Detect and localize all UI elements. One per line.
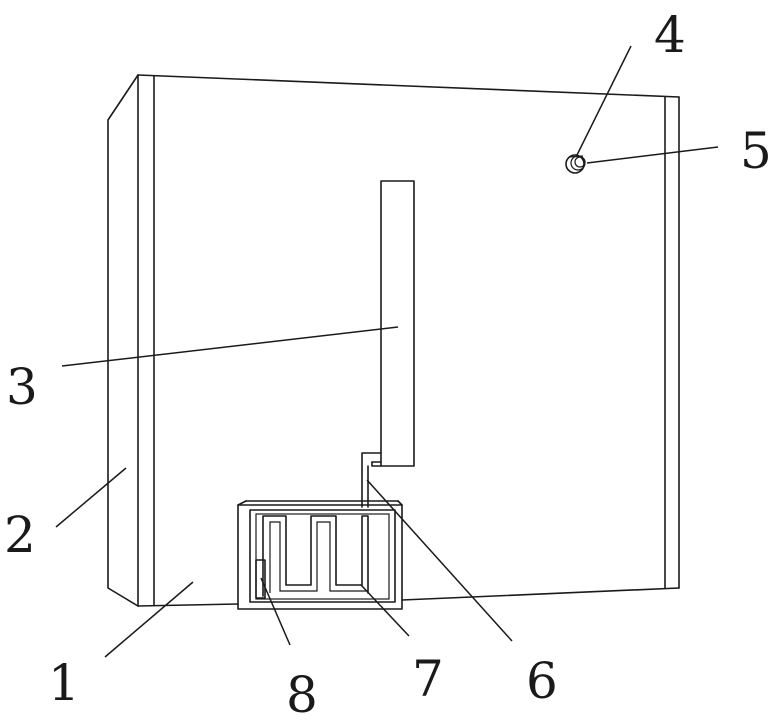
handle-bar — [381, 181, 414, 466]
leader-lines — [56, 46, 718, 657]
label-5: 5 — [740, 122, 772, 180]
leader-2 — [56, 468, 126, 527]
label-2: 2 — [4, 506, 36, 564]
leader-8 — [261, 578, 290, 645]
label-4: 4 — [654, 6, 686, 64]
leader-5 — [587, 147, 718, 163]
label-7: 7 — [412, 650, 444, 708]
label-8: 8 — [286, 666, 318, 724]
label-6: 6 — [526, 652, 558, 710]
label-1: 1 — [48, 654, 80, 712]
leader-4 — [577, 46, 631, 155]
connecting-rod — [362, 453, 381, 507]
leader-3 — [62, 327, 398, 366]
label-3: 3 — [6, 358, 38, 416]
reference-numerals: 1 2 3 4 5 6 7 8 — [4, 6, 772, 724]
side-panel — [108, 75, 154, 606]
serpentine-spring — [263, 516, 368, 596]
knob — [566, 155, 585, 173]
